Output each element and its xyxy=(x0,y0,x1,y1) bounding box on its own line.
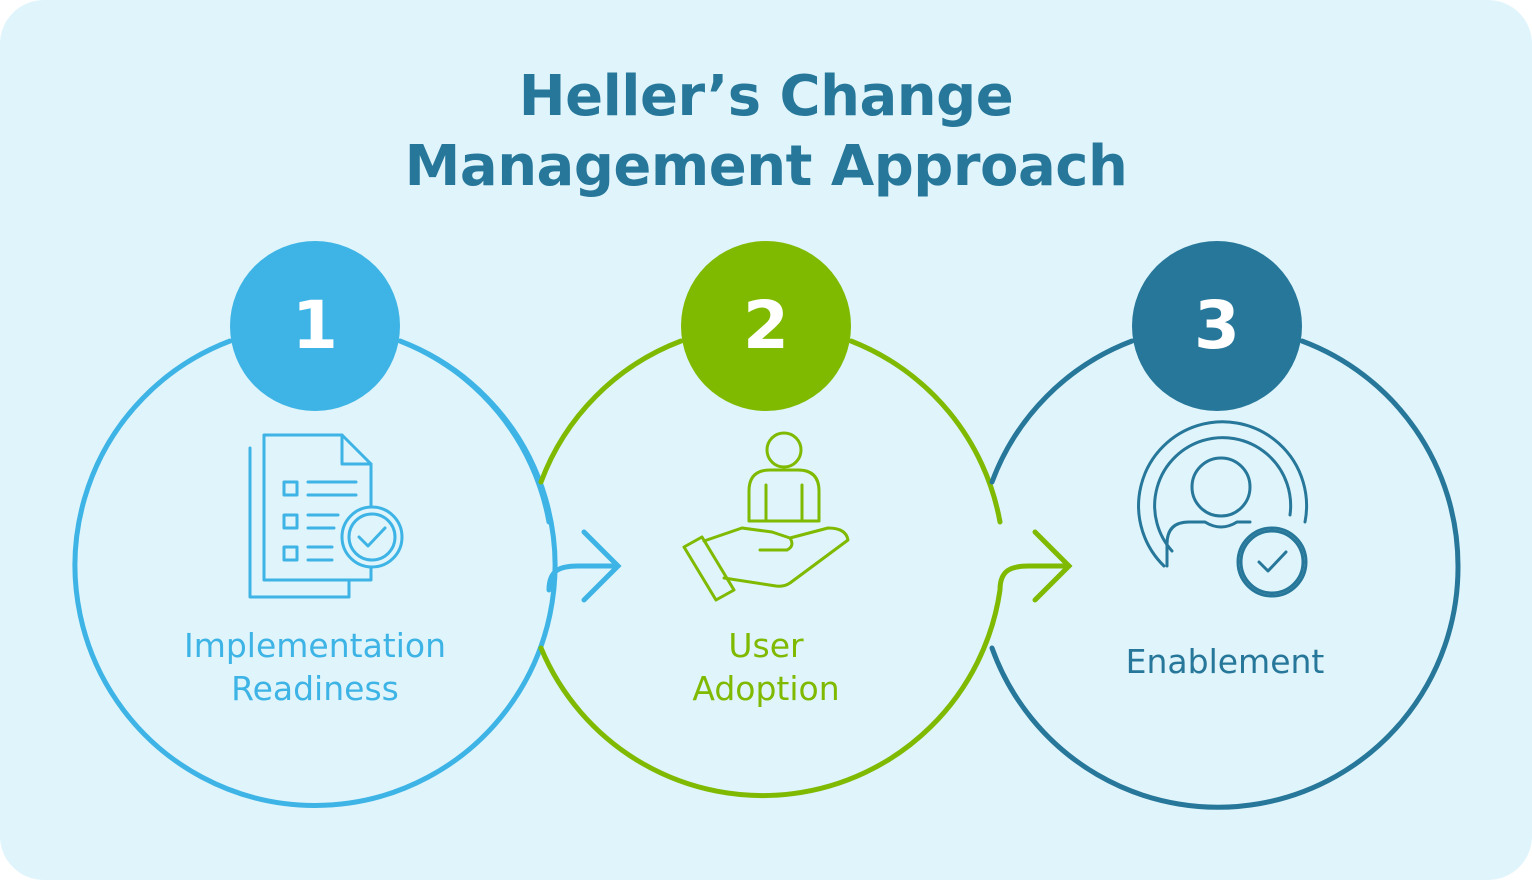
step-3-number: 3 xyxy=(1194,287,1240,364)
step-1-number: 1 xyxy=(292,287,338,364)
step-2-arrow xyxy=(1032,529,1073,603)
step-2-ring xyxy=(538,338,1069,799)
step-2-label-line-1: User xyxy=(728,626,804,665)
checklist-document-icon xyxy=(248,433,404,599)
step-1-label-line-2: Readiness xyxy=(231,669,399,708)
step-1-ring xyxy=(72,338,618,808)
step-2-label: User Adoption xyxy=(586,624,946,710)
page-title: Heller’s Change Management Approach xyxy=(0,62,1532,202)
step-3-label: Enablement xyxy=(1045,640,1405,683)
step-1-badge xyxy=(230,241,400,411)
title-line-1: Heller’s Change xyxy=(518,64,1014,129)
step-3-badge xyxy=(1132,241,1302,411)
step-2-badge xyxy=(681,241,851,411)
step-3-label-line-1: Enablement xyxy=(1125,642,1325,681)
title-line-2: Management Approach xyxy=(404,134,1128,199)
verified-user-icon xyxy=(1137,420,1309,598)
step-1-label-line-1: Implementation xyxy=(183,626,447,665)
step-1-arrow xyxy=(581,529,622,603)
step-1-label: Implementation Readiness xyxy=(135,624,495,710)
step-2-label-line-2: Adoption xyxy=(692,669,840,708)
step-3-ring xyxy=(989,338,1461,810)
step-2-number: 2 xyxy=(743,287,789,364)
hand-holding-person-icon xyxy=(682,431,850,602)
